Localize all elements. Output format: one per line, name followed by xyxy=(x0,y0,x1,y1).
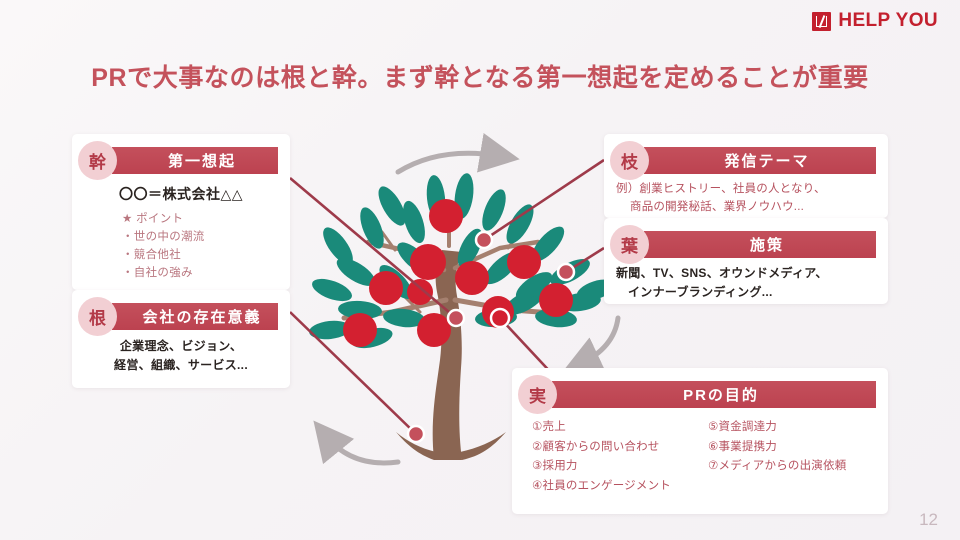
card-root-header: 会社の存在意義 根 xyxy=(78,297,278,336)
brand-logo-text: HELP YOU xyxy=(838,10,938,31)
card-trunk-bullets: ★ ポイント ・世の中の潮流 ・競合他社 ・自社の強み xyxy=(84,210,278,282)
card-root-body: 企業理念、ビジョン、 経営、組織、サービス... xyxy=(72,330,290,386)
list-item: ・世の中の潮流 xyxy=(122,231,205,243)
card-root-header-bar: 会社の存在意義 xyxy=(112,303,278,330)
list-item: ・競合他社 xyxy=(122,249,181,261)
tree-trunk xyxy=(396,250,506,460)
card-branch-header: 発信テーマ 枝 xyxy=(610,141,876,180)
purpose-column-left: ①売上 ②顧客からの問い合わせ ③採用力 ④社員のエンゲージメント xyxy=(532,418,696,496)
list-item: ⑦メディアからの出演依頼 xyxy=(708,460,847,472)
card-root-line: 企業理念、ビジョン、 xyxy=(119,339,243,353)
list-item: ・自社の強み xyxy=(122,267,193,279)
card-leaf-line: 新聞、TV、SNS、オウンドメディア、 xyxy=(616,266,828,280)
card-fruit-header-bar: PRの目的 xyxy=(552,381,876,408)
card-branch: 発信テーマ 枝 例）創業ヒストリー、社員の人となり、 商品の開発秘話、業界ノウハ… xyxy=(604,134,888,218)
card-fruit: PRの目的 実 ①売上 ②顧客からの問い合わせ ③採用力 ④社員のエンゲージメン… xyxy=(512,368,888,514)
card-branch-line: 商品の開発秘話、業界ノウハウ... xyxy=(630,201,804,213)
card-trunk-header-label: 第一想起 xyxy=(167,153,236,170)
purpose-column-right: ⑤資金調達力 ⑥事業提携力 ⑦メディアからの出演依頼 xyxy=(708,418,872,496)
list-item: ⑥事業提携力 xyxy=(708,440,778,453)
card-branch-header-label: 発信テーマ xyxy=(724,153,810,170)
card-leaf-header-bar: 施策 xyxy=(644,231,876,258)
list-item: ⑤資金調達力 xyxy=(708,421,778,433)
list-item: ④社員のエンゲージメント xyxy=(532,479,671,492)
card-trunk-header: 第一想起 幹 xyxy=(78,141,278,180)
card-leaf-header-label: 施策 xyxy=(749,237,784,254)
card-leaf-badge: 葉 xyxy=(610,225,649,264)
card-branch-line: 例）創業ヒストリー、社員の人となり、 xyxy=(616,183,826,195)
purpose-columns: ①売上 ②顧客からの問い合わせ ③採用力 ④社員のエンゲージメント ⑤資金調達力… xyxy=(532,418,872,496)
card-trunk-header-bar: 第一想起 xyxy=(112,147,278,174)
tree-branches xyxy=(341,212,569,321)
card-trunk-body: 〇〇＝株式会社△△ ★ ポイント ・世の中の潮流 ・競合他社 ・自社の強み xyxy=(72,174,290,293)
card-trunk-lead: 〇〇＝株式会社△△ xyxy=(118,186,244,202)
card-fruit-header-label: PRの目的 xyxy=(683,387,759,404)
card-trunk: 第一想起 幹 〇〇＝株式会社△△ ★ ポイント ・世の中の潮流 ・競合他社 ・自… xyxy=(72,134,290,290)
list-item: ★ ポイント xyxy=(122,213,184,225)
tree-leaves xyxy=(309,173,616,349)
card-leaf: 施策 葉 新聞、TV、SNS、オウンドメディア、 インナーブランディング... xyxy=(604,218,888,304)
card-branch-header-bar: 発信テーマ xyxy=(644,147,876,174)
card-leaf-line: インナーブランディング... xyxy=(628,285,773,299)
helpyou-logo-mark-icon xyxy=(812,11,832,31)
card-root-badge: 根 xyxy=(78,297,117,336)
card-trunk-badge: 幹 xyxy=(78,141,117,180)
card-root-line: 経営、組織、サービス... xyxy=(114,358,248,372)
brand-logo: HELP YOU xyxy=(812,10,938,32)
card-root: 会社の存在意義 根 企業理念、ビジョン、 経営、組織、サービス... xyxy=(72,290,290,388)
card-leaf-header: 施策 葉 xyxy=(610,225,876,264)
tree-apples xyxy=(343,199,573,347)
list-item: ①売上 xyxy=(532,421,566,433)
card-root-header-label: 会社の存在意義 xyxy=(142,309,262,326)
card-fruit-body: ①売上 ②顧客からの問い合わせ ③採用力 ④社員のエンゲージメント ⑤資金調達力… xyxy=(512,408,888,506)
card-branch-badge: 枝 xyxy=(610,141,649,180)
list-item: ③採用力 xyxy=(532,460,578,472)
card-fruit-header: PRの目的 実 xyxy=(518,375,876,414)
list-item: ②顧客からの問い合わせ xyxy=(532,440,660,453)
card-leaf-body: 新聞、TV、SNS、オウンドメディア、 インナーブランディング... xyxy=(604,258,888,313)
card-fruit-badge: 実 xyxy=(518,375,557,414)
page-number: 12 xyxy=(919,510,938,529)
slide-title: PRで大事なのは根と幹。まず幹となる第一想起を定めることが重要 xyxy=(91,64,869,92)
card-branch-body: 例）創業ヒストリー、社員の人となり、 商品の開発秘話、業界ノウハウ... xyxy=(604,174,888,227)
